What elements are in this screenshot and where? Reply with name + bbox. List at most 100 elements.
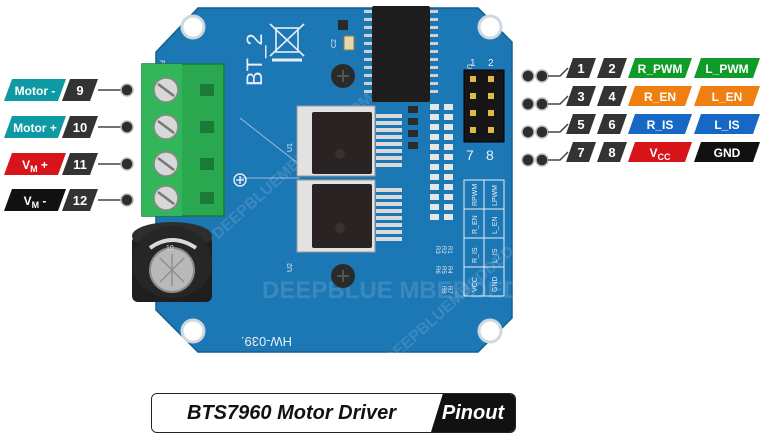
pin-label: L_IS	[714, 118, 739, 132]
power-chip-u2	[296, 179, 402, 253]
table-label-rpwm: RPWM	[472, 184, 479, 206]
left-pin-10: Motor +10	[4, 116, 134, 138]
pin-number: 5	[577, 117, 584, 132]
pin-label-box	[694, 142, 760, 162]
pin-label-box	[694, 114, 760, 134]
pin-number: 3	[577, 89, 584, 104]
silk-u1: U1	[287, 143, 294, 152]
pin-label: R_EN	[644, 90, 676, 104]
pin-leader-line	[548, 151, 569, 161]
pin-label-box	[4, 79, 66, 101]
pin-dot-icon	[521, 97, 535, 111]
silk-r4: R4	[446, 266, 452, 274]
plus-symbol-icon	[233, 173, 247, 187]
pin-dot-icon	[521, 69, 535, 83]
header-label-table: VCC R_IS R_EN RPWM GND L_IS L_EN LPWM	[463, 179, 505, 297]
pin-label: GND	[714, 146, 741, 160]
header-pin-8: 8	[486, 147, 494, 163]
pin-number-box	[566, 142, 596, 162]
capacitor-c2	[343, 35, 355, 51]
pin-leader-line	[548, 123, 569, 133]
pin-number: 11	[73, 157, 87, 172]
screw-terminal-block	[141, 63, 225, 217]
mounting-hole	[477, 318, 503, 344]
header-pin-1: 1	[470, 58, 476, 69]
resistor-array	[408, 104, 453, 220]
pin-label: VM -	[24, 194, 47, 210]
pin-number-box	[566, 86, 596, 106]
ic-pins-left	[364, 10, 372, 93]
pin-dot-icon	[120, 83, 134, 97]
silk-u2: U2	[287, 263, 294, 272]
silk-r8: R8	[440, 286, 446, 294]
terminal-screw-icon	[153, 151, 179, 177]
table-label-lpwm: LPWM	[492, 185, 499, 206]
pin-dot-icon	[120, 193, 134, 207]
pin-label-box	[694, 86, 760, 106]
smd-part	[338, 20, 348, 30]
pin-label-box	[4, 116, 66, 138]
pin-label: VCC	[649, 146, 671, 162]
pin-number-box	[597, 142, 627, 162]
electrolytic-capacitor: 10	[132, 222, 212, 302]
pin-label-box	[628, 86, 692, 106]
pin-dot-icon	[535, 69, 549, 83]
screw-icon	[331, 64, 355, 88]
mounting-hole	[180, 14, 206, 40]
silk-r3: R3	[434, 246, 440, 254]
header-pin-7: 7	[466, 147, 474, 163]
mounting-hole	[477, 14, 503, 40]
right-pin-row-3-4: 3 4 R_EN L_EN	[521, 86, 760, 111]
table-label-ren: R_EN	[472, 215, 479, 234]
pin-number: 9	[76, 83, 83, 98]
pin-label: R_IS	[647, 118, 674, 132]
pin-number-box	[597, 86, 627, 106]
terminal-screw-icon	[153, 185, 179, 211]
pin-number: 2	[608, 61, 615, 76]
silk-c2: C2	[331, 39, 338, 48]
pin-number-box	[597, 58, 627, 78]
pin-number-box	[597, 114, 627, 134]
title-main-text: BTS7960 Motor Driver	[152, 394, 431, 432]
pin-label: L_PWM	[705, 62, 748, 76]
pin-number: 7	[577, 145, 584, 160]
mounting-hole	[180, 318, 206, 344]
pin-number: 12	[73, 193, 87, 208]
pin-leader-line	[548, 95, 569, 105]
table-label-vcc: VCC	[472, 277, 479, 292]
left-pin-12: VM - 12	[4, 189, 134, 211]
pin-dot-icon	[535, 97, 549, 111]
pin-dot-icon	[120, 120, 134, 134]
pin-number-box	[62, 189, 98, 211]
pin-label-box	[4, 153, 66, 175]
silk-r6: R6	[434, 266, 440, 274]
board-name: BT_2	[242, 33, 267, 86]
pin-number-box	[62, 79, 98, 101]
pin-number-box	[62, 116, 98, 138]
table-label-ris: R_IS	[472, 247, 479, 263]
pin-label: L_EN	[712, 90, 743, 104]
pin-number-box	[566, 114, 596, 134]
header-pin-2: 2	[488, 58, 494, 69]
ic-chip-u3	[364, 6, 438, 102]
pin-label: VM +	[22, 158, 48, 174]
silk-r5: R5	[440, 266, 446, 274]
pin-number: 10	[73, 120, 87, 135]
table-label-gnd: GND	[492, 276, 499, 292]
pin-dot-icon	[120, 157, 134, 171]
pin-number: 4	[608, 89, 616, 104]
table-label-lis: L_IS	[492, 248, 499, 263]
pin-number-box	[566, 58, 596, 78]
ic-pins-right	[430, 10, 438, 93]
pin-label-box	[628, 114, 692, 134]
silk-r2: R2	[440, 246, 446, 254]
power-chip-u1	[296, 105, 402, 177]
weee-icon	[269, 23, 305, 62]
pin-label: Motor -	[15, 84, 56, 98]
terminal-screw-icon	[153, 77, 179, 103]
